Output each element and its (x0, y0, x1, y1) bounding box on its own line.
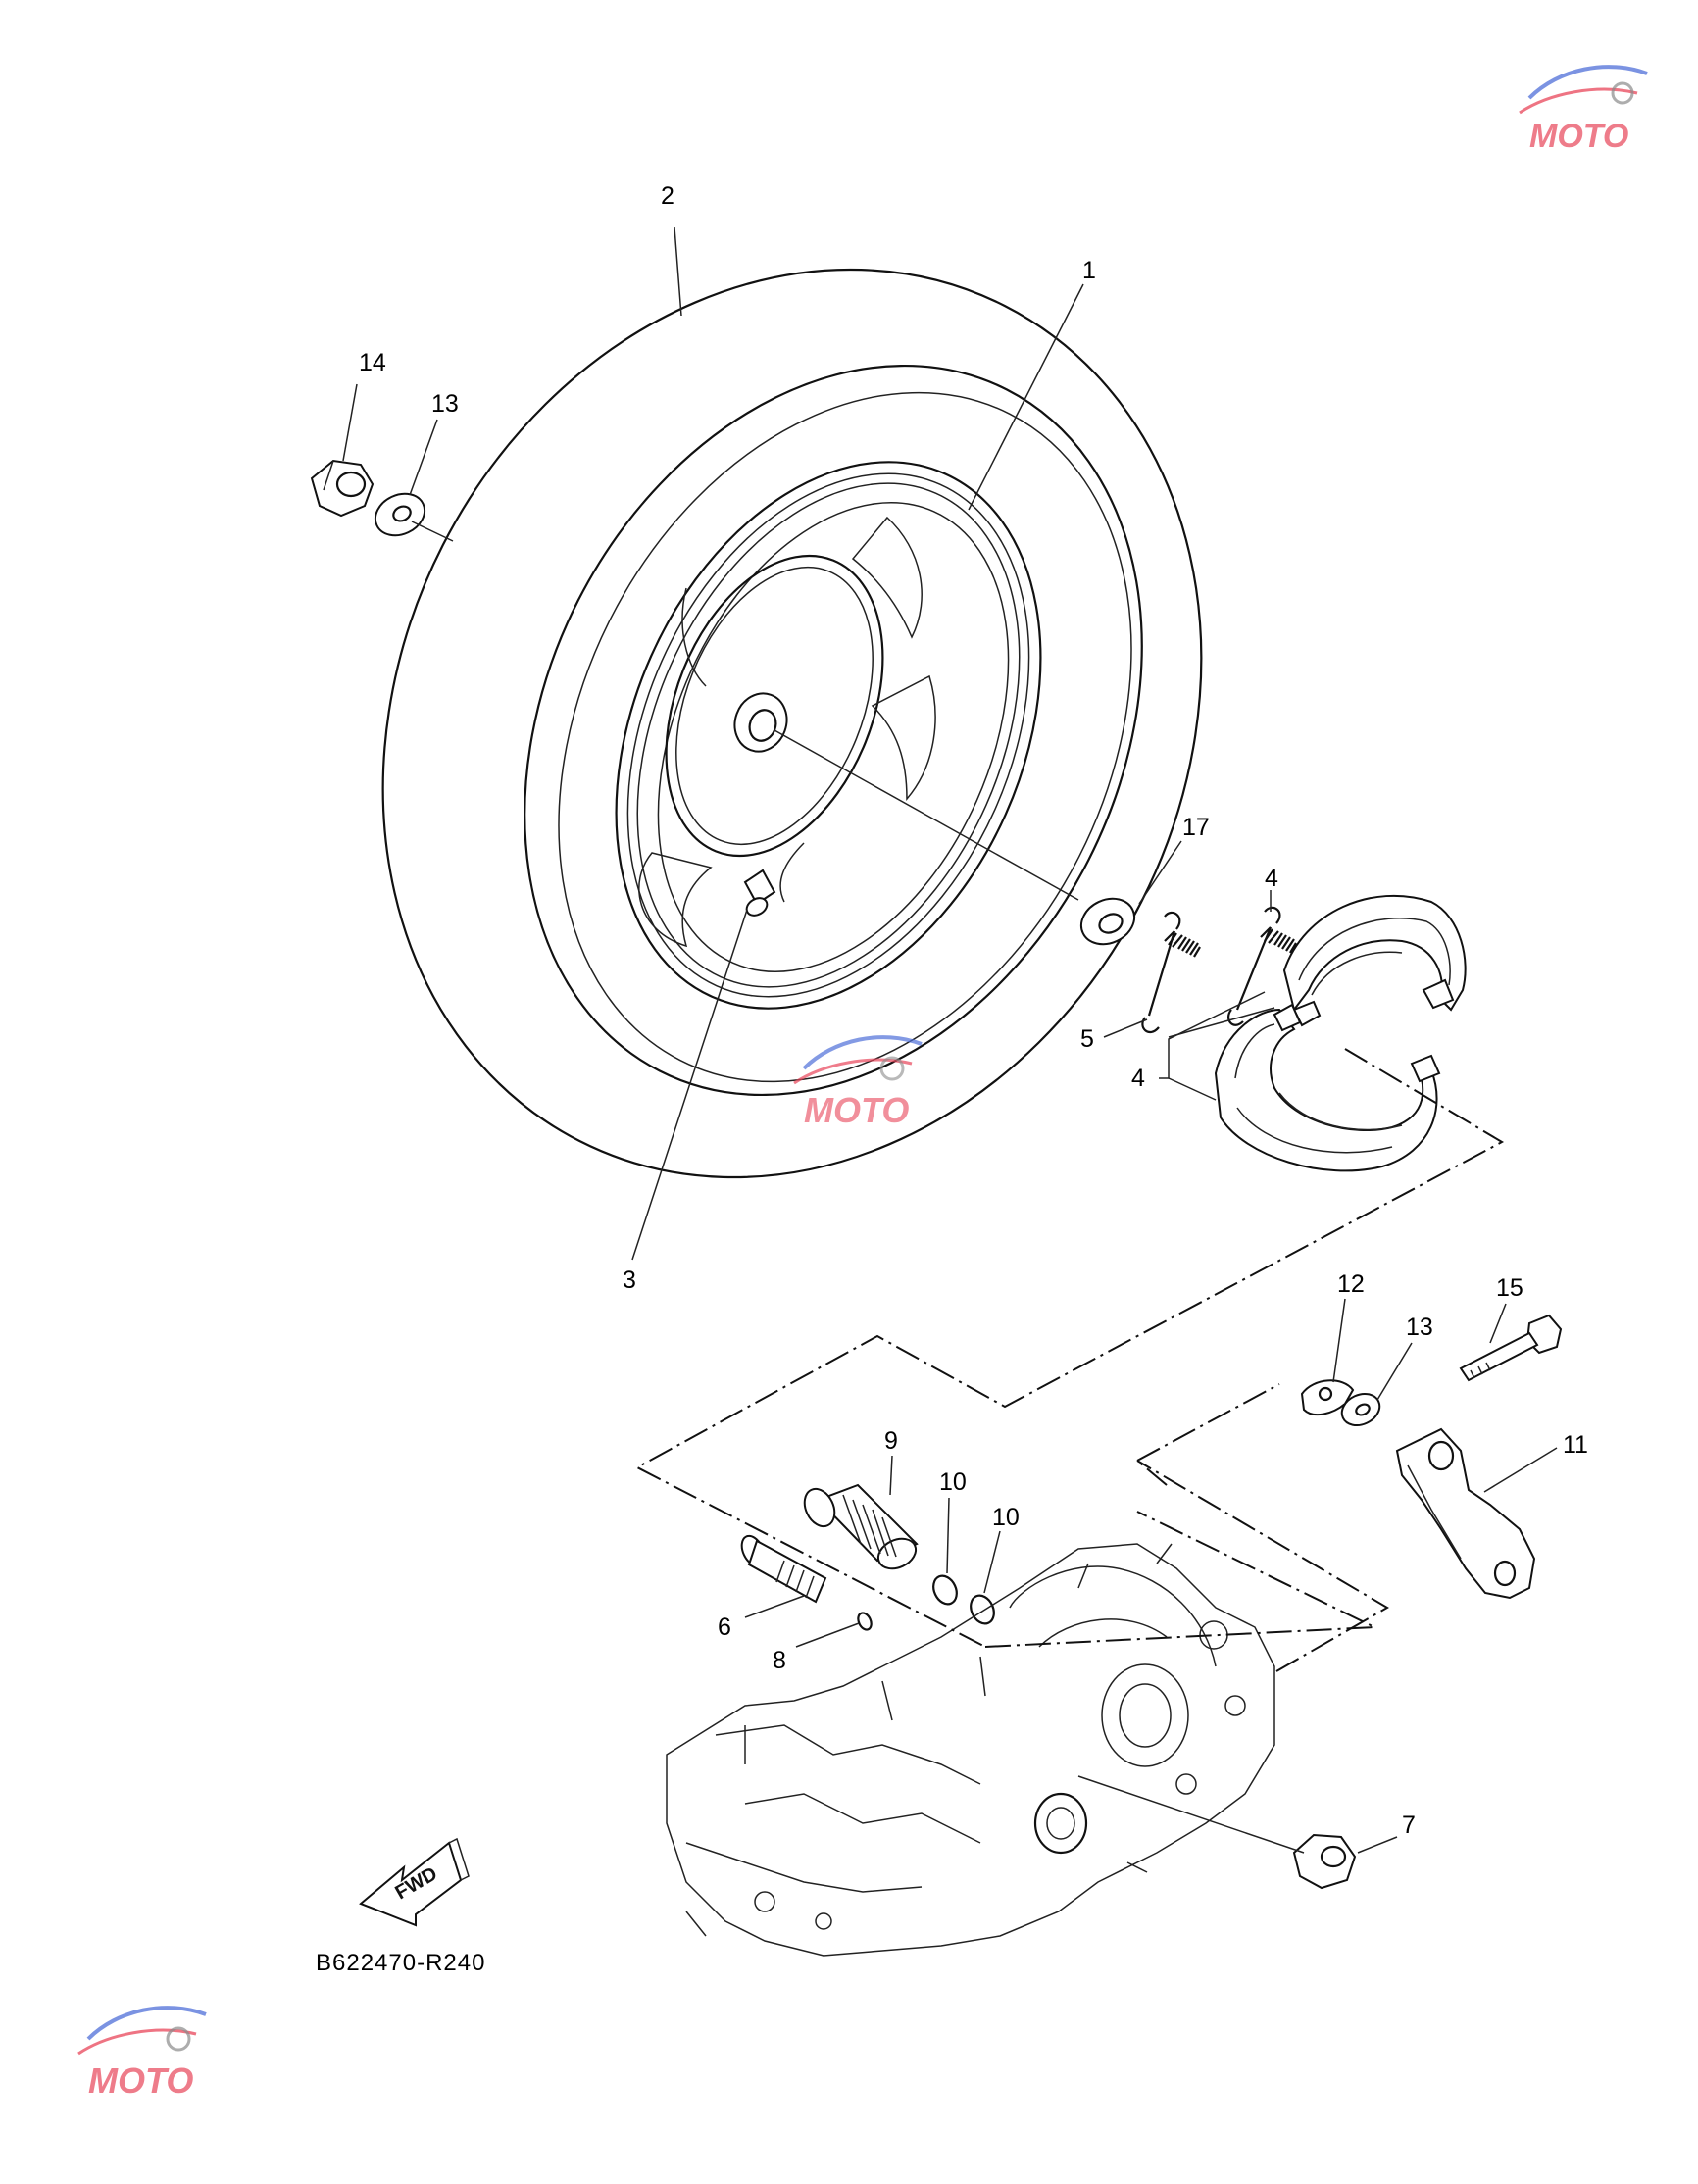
part-5-spring-a (1141, 911, 1201, 1034)
part-11-brake-lever (1395, 1427, 1536, 1600)
part-14-bolt (1459, 1314, 1563, 1382)
rim-ring-3 (636, 482, 1021, 988)
callout-11: 11 (1563, 1431, 1588, 1459)
axle-centerline (774, 729, 1079, 901)
part-10-oring-a (932, 1574, 958, 1606)
hub-bore (748, 709, 777, 742)
gear-icon (1611, 81, 1634, 105)
callout-10-left: 10 (939, 1468, 967, 1496)
gear-icon (879, 1056, 905, 1081)
spoke-3 (638, 852, 713, 948)
callout-15: 13 (431, 390, 459, 418)
callout-numbers: 2 1 14 13 17 4 5 4 3 12 15 13 11 9 10 10… (359, 182, 1588, 1839)
tire-outer (381, 268, 1203, 1179)
axle-washer (374, 492, 426, 537)
axle-nut (310, 459, 375, 518)
callout-9: 9 (884, 1427, 898, 1455)
callout-13: 13 (1406, 1314, 1433, 1341)
hub-boss (733, 692, 788, 753)
part-13-washer (1340, 1392, 1381, 1427)
watermark-letters-top: MOTO (1529, 118, 1628, 155)
callout-6: 6 (718, 1613, 731, 1641)
watermark-letters-bottom: MOTO (88, 2060, 193, 2101)
callout-16: 14 (359, 349, 386, 376)
fwd-arrow: FWD (359, 1837, 470, 1927)
part-5-spring-b (1227, 906, 1297, 1026)
tire-inner (524, 364, 1143, 1097)
callout-8: 8 (773, 1647, 786, 1674)
spoke-4 (681, 587, 707, 687)
part-17-washer (1079, 897, 1136, 946)
callout-leaders (342, 226, 1558, 1854)
tire-sidewall (558, 391, 1132, 1083)
assembly-boundary-lines (634, 1048, 1505, 1672)
callout-4: 4 (1131, 1065, 1145, 1092)
rim-ring-2 (626, 472, 1030, 998)
part-7-nut (1292, 1833, 1357, 1890)
watermark-logo-center: MOTO (793, 1035, 923, 1130)
part-4-brake-shoes (1214, 894, 1467, 1172)
rim-ring-4 (657, 502, 1010, 972)
rear-wheel-assembly (381, 268, 1203, 1179)
crankcase (666, 1543, 1275, 1957)
part-6-shaft (740, 1534, 827, 1604)
callout-1: 1 (1082, 257, 1096, 284)
callout-2: 2 (661, 182, 674, 210)
callout-12: 12 (1337, 1270, 1365, 1298)
callout-5-upper: 4 (1265, 865, 1278, 892)
gear-icon (166, 2026, 191, 2052)
callout-10-right: 10 (992, 1504, 1020, 1531)
spoke-2 (871, 674, 936, 802)
spoke-1 (851, 516, 923, 639)
callout-3: 3 (623, 1266, 636, 1294)
rim-outer (615, 461, 1042, 1010)
watermark-letters-center: MOTO (804, 1090, 909, 1130)
watermark-logo-top-right: MOTO (1519, 65, 1648, 155)
hub-outer (665, 554, 884, 858)
part-9-camshaft (803, 1483, 919, 1570)
part-8-oring (857, 1612, 873, 1631)
callout-17: 17 (1182, 814, 1210, 841)
callout-14: 15 (1496, 1274, 1523, 1302)
tire-valve (743, 869, 776, 917)
part-10-oring-b (970, 1594, 995, 1625)
spoke-5 (779, 842, 805, 903)
callout-5-lower: 5 (1080, 1025, 1094, 1053)
watermark-logo-bottom-left: MOTO (77, 2006, 207, 2101)
hub-ring (675, 566, 874, 846)
drawing-code: B622470-R240 (316, 1950, 485, 1976)
part-12-plate (1300, 1379, 1355, 1416)
callout-7: 7 (1402, 1812, 1416, 1839)
